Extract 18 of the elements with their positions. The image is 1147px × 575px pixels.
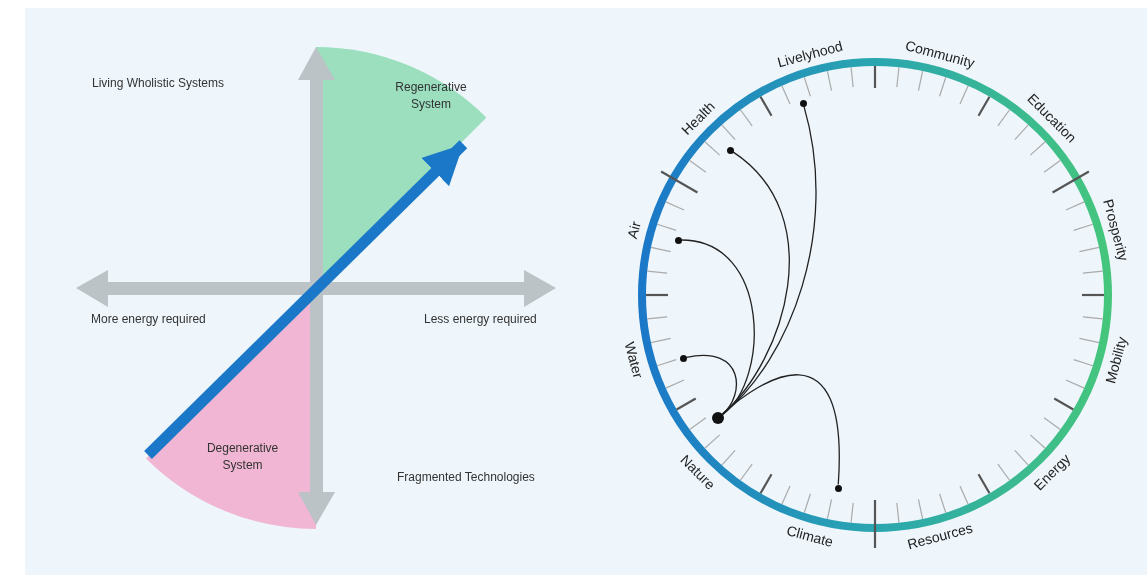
quadrant-label: Living Wholistic Systems <box>92 76 225 90</box>
dot <box>834 484 842 492</box>
quadrant-label: Fragmented Technologies <box>397 470 535 484</box>
category-label: Water <box>621 339 646 380</box>
dot <box>799 99 807 107</box>
connector-curve <box>680 239 755 416</box>
quadrant-label: More energy required <box>91 312 206 326</box>
dot <box>726 146 734 154</box>
arrow <box>144 140 468 459</box>
sector-label: Degenerative System <box>205 440 280 474</box>
connector-curve <box>721 374 840 486</box>
dot <box>679 354 687 362</box>
category-label: Air <box>623 219 644 241</box>
category-label: Climate <box>785 522 836 551</box>
dot <box>674 236 682 244</box>
quadrant-label: Less energy required <box>424 312 537 326</box>
sector-label: Regenerative System <box>394 79 468 113</box>
category-label: Mobility <box>1102 334 1131 385</box>
